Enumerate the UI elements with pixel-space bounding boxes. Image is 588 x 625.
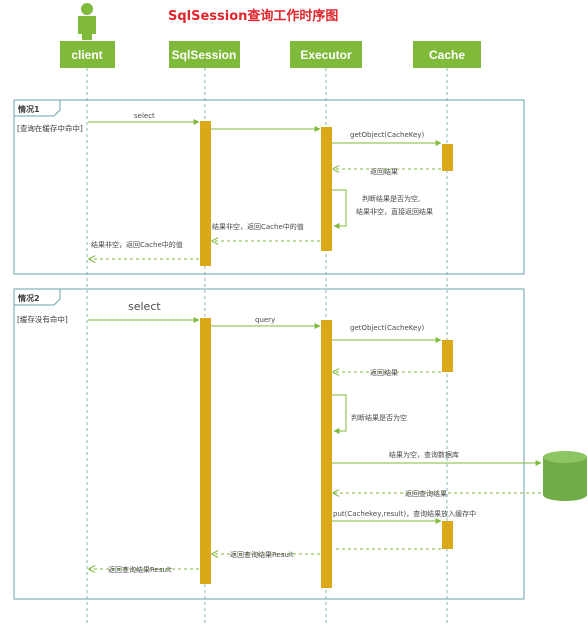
- diagram-title: SqlSession查询工作时序图: [168, 8, 338, 24]
- label-select-1: select: [134, 112, 155, 120]
- label-self-check-2: 判断结果是否为空: [351, 413, 407, 422]
- executor-activation-1: [321, 127, 332, 251]
- label-return-to-client-1: 结果非空，返回Cache中的值: [91, 240, 183, 249]
- actor-cache-label: Cache: [429, 48, 465, 62]
- person-icon: [78, 3, 96, 40]
- actor-cache: Cache: [413, 41, 481, 68]
- label-self-check-1b: 结果非空，直接返回结果: [356, 207, 433, 216]
- frame-case2-tag: 情况2: [17, 293, 40, 303]
- msg-self-check-2: [332, 394, 347, 434]
- lifelines: [86, 68, 448, 625]
- actor-executor-label: Executor: [300, 48, 352, 62]
- label-return-result-client: 返回查询结果Result: [108, 565, 172, 574]
- actor-sqlsession: SqlSession: [169, 41, 240, 68]
- messages-case2: [88, 317, 542, 569]
- frame-case1: 情况1 [查询在缓存中命中]: [13, 99, 525, 275]
- frame-case2: 情况2 [缓存没有命中]: [13, 288, 525, 600]
- msg-self-check-1: [332, 189, 347, 229]
- activations-case2: [200, 318, 453, 588]
- messages-case1: [88, 119, 442, 259]
- actor-sqlsession-label: SqlSession: [172, 48, 237, 62]
- frame-case1-condition: [查询在缓存中命中]: [17, 123, 83, 133]
- label-self-check-1a: 判断结果是否为空,: [362, 194, 420, 203]
- activations-case1: [200, 121, 453, 266]
- cache-activation-2: [442, 340, 453, 372]
- label-return-cache-value: 结果非空，返回Cache中的值: [212, 222, 304, 231]
- label-select-2: select: [128, 300, 161, 313]
- sqlsession-activation-2: [200, 318, 211, 584]
- label-query: query: [255, 316, 275, 324]
- actor-client: client: [60, 41, 115, 68]
- label-return-result-session: 返回查询结果Result: [230, 550, 294, 559]
- label-return-result-2: 返回结果: [370, 368, 398, 377]
- label-getobject-1: getObject(CacheKey): [350, 131, 424, 139]
- sqlsession-activation-1: [200, 121, 211, 266]
- label-query-db: 结果为空，查询数据库: [389, 450, 459, 459]
- cache-activation-1: [442, 144, 453, 171]
- message-labels-case1: select getObject(CacheKey) 返回结果 判断结果是否为空…: [91, 112, 433, 249]
- frame-case1-tag: 情况1: [17, 104, 40, 114]
- database-icon: [543, 451, 587, 501]
- message-labels-case2: select query getObject(CacheKey) 返回结果 判断…: [108, 300, 476, 574]
- label-put-cache: put(Cachekey,result)，查询结果放入缓存中: [333, 509, 476, 518]
- label-return-query-result: 返回查询结果: [405, 489, 447, 498]
- label-getobject-2: getObject(CacheKey): [350, 324, 424, 332]
- actor-executor: Executor: [290, 41, 362, 68]
- frame-case2-condition: [缓存没有命中]: [17, 314, 68, 324]
- actor-client-label: client: [71, 48, 102, 62]
- label-return-result-1: 返回结果: [370, 167, 398, 176]
- cache-activation-3: [442, 521, 453, 549]
- executor-activation-2: [321, 320, 332, 588]
